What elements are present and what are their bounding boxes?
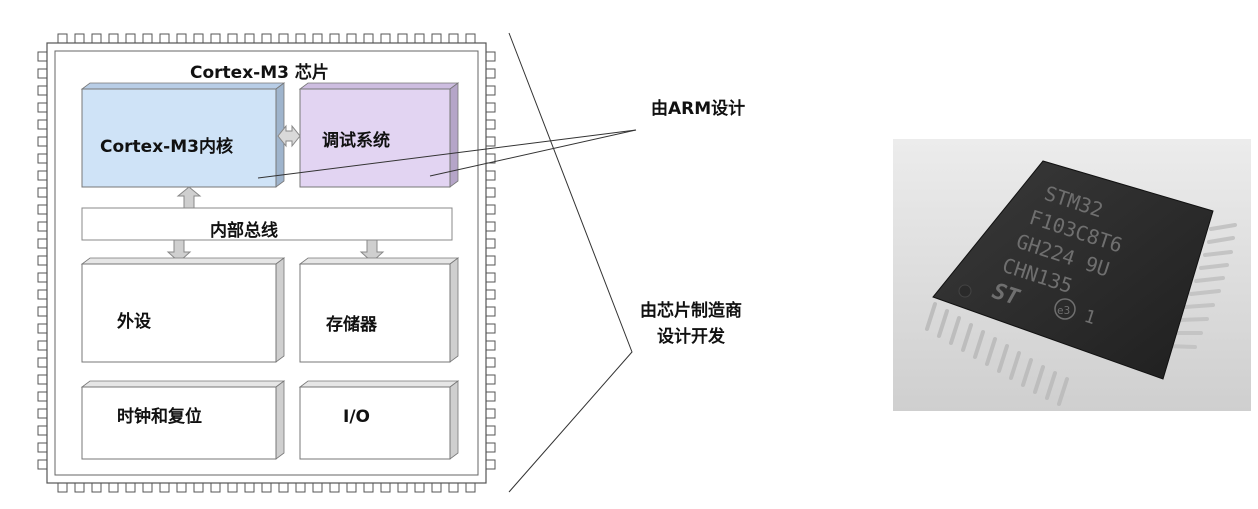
left-pins <box>37 51 48 470</box>
bus-memory-arrow <box>359 239 385 263</box>
bottom-pins <box>57 482 476 493</box>
clock-reset-label: 时钟和复位 <box>117 407 202 427</box>
chip-photo: STM32 F103C8T6 GH224 9U CHN135 ST e3 1 <box>893 139 1251 411</box>
arm-pointer-debug <box>429 129 637 177</box>
bus-peripheral-arrow <box>166 239 192 263</box>
arm-pointer-core <box>257 129 637 179</box>
e3-mark: e3 <box>1057 304 1070 317</box>
memory-block <box>298 257 460 363</box>
core-debug-arrow <box>277 124 301 148</box>
clock-reset-block <box>80 380 286 460</box>
photo-pin1-dimple <box>958 284 972 298</box>
top-pins <box>57 33 476 44</box>
io-label: I/O <box>343 407 370 427</box>
chip-title: Cortex-M3 芯片 <box>190 63 329 83</box>
designed-by-arm-note: 由ARM设计 <box>651 99 746 119</box>
debug-block <box>298 82 460 188</box>
e3-mark-circle <box>1054 298 1076 320</box>
core-block <box>80 82 286 188</box>
right-pins <box>485 51 496 470</box>
designed-by-maker-note: 由芯片制造商 设计开发 <box>640 301 742 347</box>
photo-pins-front <box>925 302 1069 406</box>
internal-bus-bar <box>81 207 453 241</box>
memory-label: 存储器 <box>326 315 377 335</box>
core-label: Cortex-M3内核 <box>100 137 233 157</box>
debug-system-label: 调试系统 <box>322 131 390 151</box>
peripheral-block <box>80 257 286 363</box>
photo-chip-body <box>932 160 1214 380</box>
internal-bus-label: 内部总线 <box>210 221 278 241</box>
io-block <box>298 380 460 460</box>
maker-bracket <box>508 32 633 493</box>
peripheral-label: 外设 <box>117 312 151 332</box>
